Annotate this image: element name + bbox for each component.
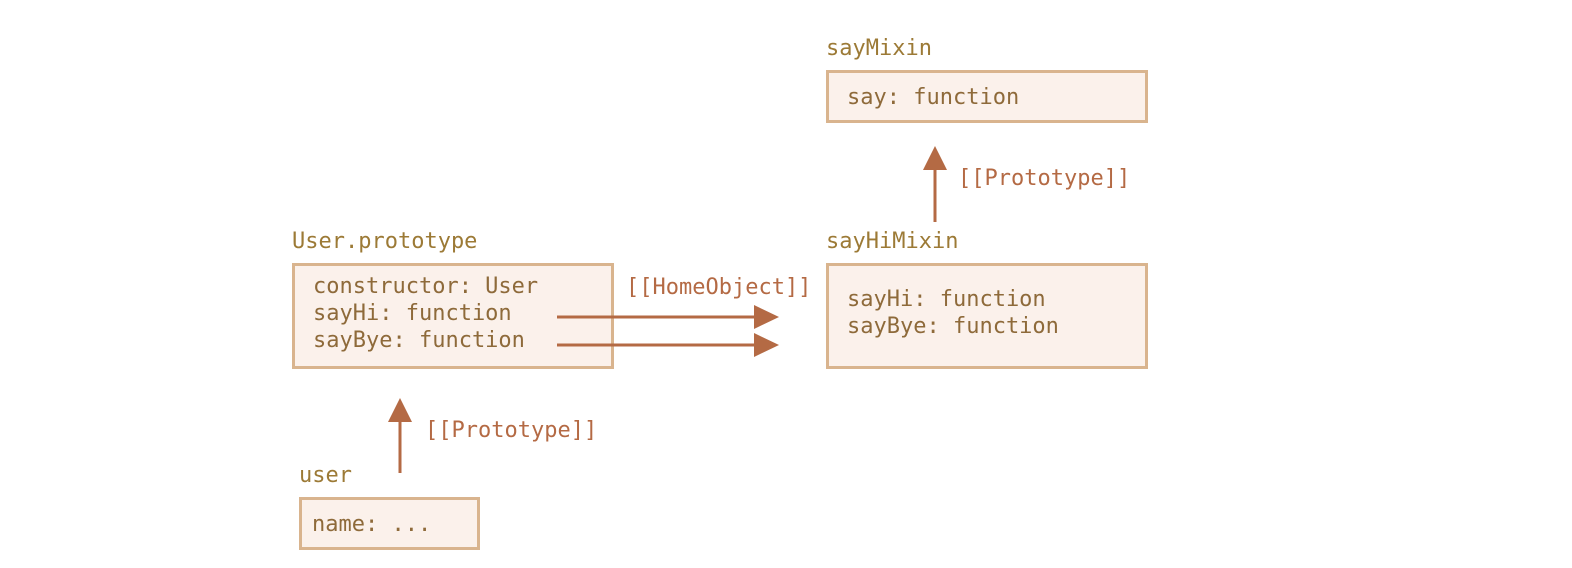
say-mixin-line: say: function [847, 85, 1020, 110]
prototype-arrow-user [388, 398, 412, 473]
home-object-arrow-sayhi [557, 305, 779, 329]
user-line-name: name: ... [312, 512, 432, 537]
say-mixin-title: sayMixin [826, 36, 932, 61]
prototype-label-mixin: [[Prototype]] [958, 166, 1131, 191]
say-hi-mixin-box: sayHi: function sayBye: function [826, 263, 1148, 369]
say-hi-mixin-line-saybye: sayBye: function [847, 314, 1059, 339]
user-prototype-line-constructor: constructor: User [313, 274, 539, 299]
home-object-label: [[HomeObject]] [626, 275, 812, 300]
user-box: name: ... [299, 497, 480, 550]
say-hi-mixin-line-sayhi: sayHi: function [847, 287, 1046, 312]
say-mixin-box: say: function [826, 70, 1148, 123]
prototype-label-user: [[Prototype]] [425, 418, 598, 443]
user-prototype-title: User.prototype [292, 229, 478, 254]
home-object-arrow-saybye [557, 333, 779, 357]
user-title: user [299, 463, 352, 488]
say-hi-mixin-title: sayHiMixin [826, 229, 959, 254]
user-prototype-line-sayhi: sayHi: function [313, 301, 512, 326]
user-prototype-line-saybye: sayBye: function [313, 328, 525, 353]
user-prototype-box: constructor: User sayHi: function sayBye… [292, 263, 614, 369]
prototype-arrow-mixin [923, 146, 947, 222]
